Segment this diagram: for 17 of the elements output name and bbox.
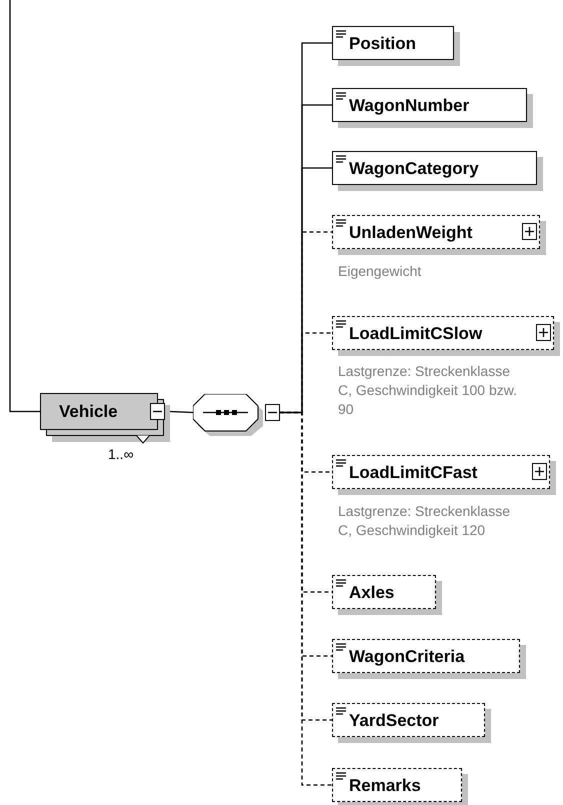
- occurrence-label: 1..∞: [108, 446, 135, 464]
- element-name: YardSector: [349, 712, 439, 728]
- description-text: Lastgrenze: Streckenklasse C, Geschwindigkeit 120: [338, 502, 511, 540]
- connector-line: [170, 410, 194, 414]
- element-name: Axles: [349, 584, 394, 600]
- element-name: WagonNumber: [349, 96, 470, 114]
- element-name: Vehicle: [59, 403, 118, 420]
- element-name: Remarks: [349, 776, 421, 794]
- element-name: LoadLimitCSlow: [349, 324, 482, 342]
- element-name: UnladenWeight: [349, 224, 472, 240]
- description-text: Eigengewicht: [338, 262, 422, 281]
- element-name: Position: [349, 34, 416, 52]
- element-name: WagonCriteria: [349, 648, 465, 664]
- element-name: WagonCategory: [349, 160, 479, 176]
- element-name: LoadLimitCFast: [349, 464, 478, 480]
- description-text: Lastgrenze: Streckenklasse C, Geschwindigkeit 100 bzw. 90: [338, 362, 518, 419]
- connector-line: [9, 0, 40, 412]
